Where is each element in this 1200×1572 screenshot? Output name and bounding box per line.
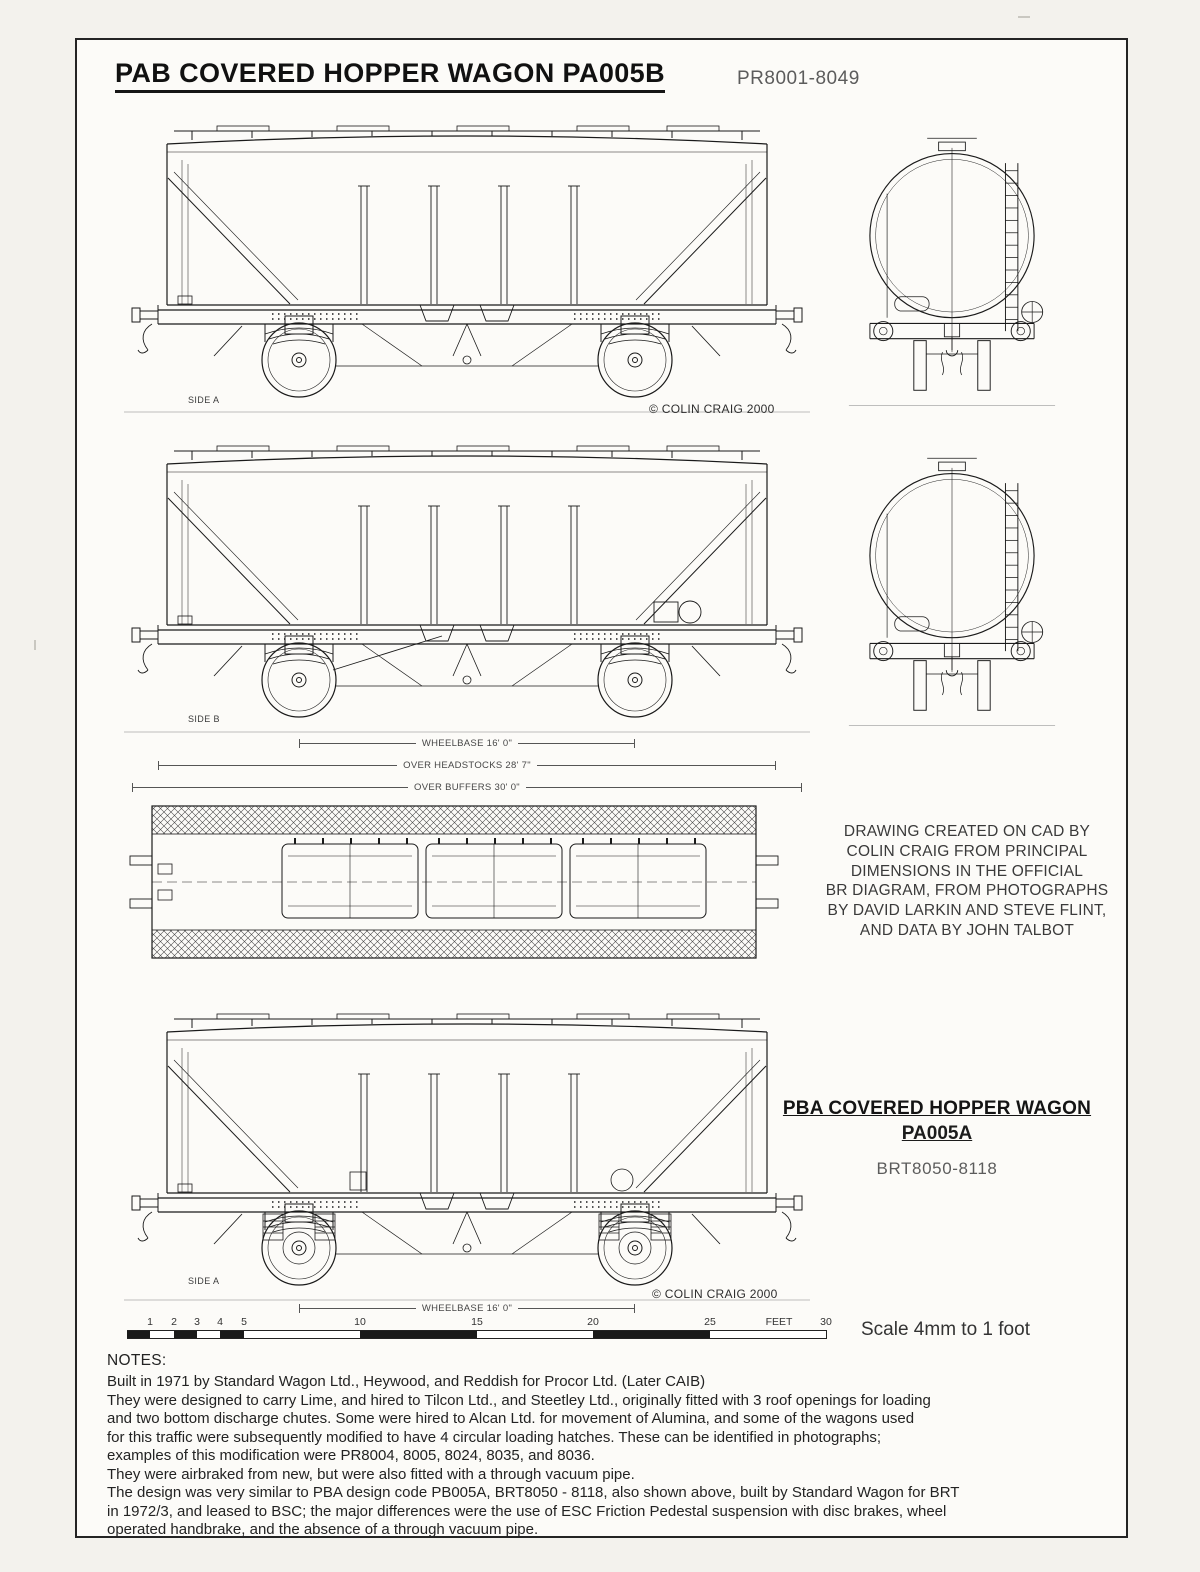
scale-tick: 3 — [194, 1316, 200, 1328]
credit-line: BR DIAGRAM, FROM PHOTOGRAPHS — [825, 882, 1109, 900]
pba-code: PA005A — [901, 1123, 973, 1144]
dim-over-headstocks-label: OVER HEADSTOCKS 28' 7" — [403, 759, 531, 771]
end-view-a-drawing — [847, 120, 1057, 420]
copyright-note: © COLIN CRAIG 2000 — [649, 402, 775, 416]
notes-line: examples of this modification were PR800… — [107, 1447, 595, 1464]
scale-tick: 5 — [241, 1316, 247, 1328]
pba-title: PBA COVERED HOPPER WAGON — [782, 1098, 1092, 1119]
notes-line: and two bottom discharge chutes. Some we… — [107, 1410, 915, 1427]
scale-tick: 15 — [471, 1316, 483, 1328]
page-title: PAB COVERED HOPPER WAGON PA005B — [115, 58, 666, 93]
notes-line: Built in 1971 by Standard Wagon Ltd., He… — [107, 1373, 706, 1390]
pba-side-a-label: SIDE A — [188, 1276, 220, 1286]
credit-line: BY DAVID LARKIN AND STEVE FLINT, — [827, 902, 1107, 920]
side-a-label: SIDE A — [188, 395, 220, 405]
dim-over-buffers-label: OVER BUFFERS 30' 0" — [414, 781, 520, 793]
notes-line: They were airbraked from new, but were a… — [107, 1465, 635, 1483]
credit-line: DRAWING CREATED ON CAD BY — [843, 823, 1091, 840]
drawing-frame: PAB COVERED HOPPER WAGON PA005B PR8001-8… — [75, 38, 1128, 1538]
end-view-b-drawing — [847, 440, 1057, 740]
notes-line: in 1972/3, and leased to BSC; the major … — [107, 1502, 947, 1520]
pba-side-a-drawing — [122, 1008, 812, 1308]
scale-feet-label: FEET — [765, 1316, 793, 1328]
cad-credit-block: DRAWING CREATED ON CAD BY COLIN CRAIG FR… — [817, 822, 1117, 941]
credit-line: DIMENSIONS IN THE OFFICIAL — [850, 862, 1084, 880]
scale-tick: 30 — [820, 1316, 832, 1328]
scale-tick: 25 — [704, 1316, 716, 1328]
scale-tick: 20 — [587, 1316, 599, 1328]
notes-heading: NOTES: — [107, 1352, 167, 1369]
dim-wheelbase-pba-label: WHEELBASE 16' 0" — [421, 1302, 513, 1314]
scale-bar-graphic — [127, 1330, 827, 1339]
notes-section: NOTES: Built in 1971 by Standard Wagon L… — [107, 1352, 1107, 1540]
notes-line: for this traffic were subsequently modif… — [107, 1428, 882, 1446]
scale-tick: 10 — [354, 1316, 366, 1328]
pba-number-range: BRT8050-8118 — [876, 1159, 998, 1178]
scale-tick: 2 — [171, 1316, 177, 1328]
dim-over-buffers: OVER BUFFERS 30' 0" — [132, 781, 802, 793]
scan-artifact — [1018, 16, 1030, 18]
scale-tick: 1 — [147, 1316, 153, 1328]
scale-caption: Scale 4mm to 1 foot — [861, 1319, 1030, 1340]
side-b-label: SIDE B — [188, 714, 220, 724]
notes-line: The design was very similar to PBA desig… — [107, 1484, 960, 1501]
dim-over-headstocks: OVER HEADSTOCKS 28' 7" — [158, 759, 776, 771]
notes-line: operated handbrake, and the absence of a… — [107, 1521, 539, 1538]
dim-wheelbase: WHEELBASE 16' 0" — [299, 737, 635, 749]
dim-wheelbase-pba: WHEELBASE 16' 0" — [299, 1302, 635, 1314]
scale-tick: 4 — [217, 1316, 223, 1328]
scale-bar: 1 2 3 4 5 10 15 20 25 FEET 30 — [127, 1316, 857, 1348]
side-a-drawing — [122, 120, 812, 420]
plan-view-drawing — [122, 798, 802, 973]
dim-wheelbase-label: WHEELBASE 16' 0" — [421, 737, 513, 749]
notes-line: They were designed to carry Lime, and hi… — [107, 1391, 931, 1409]
pab-number-range: PR8001-8049 — [737, 68, 860, 89]
credit-line: AND DATA BY JOHN TALBOT — [859, 922, 1075, 940]
side-b-drawing — [122, 440, 812, 740]
pba-heading-block: PBA COVERED HOPPER WAGON PA005A BRT8050-… — [767, 1098, 1107, 1179]
scan-artifact — [34, 640, 36, 650]
credit-line: COLIN CRAIG FROM PRINCIPAL — [846, 842, 1088, 860]
copyright-note: © COLIN CRAIG 2000 — [652, 1287, 778, 1301]
